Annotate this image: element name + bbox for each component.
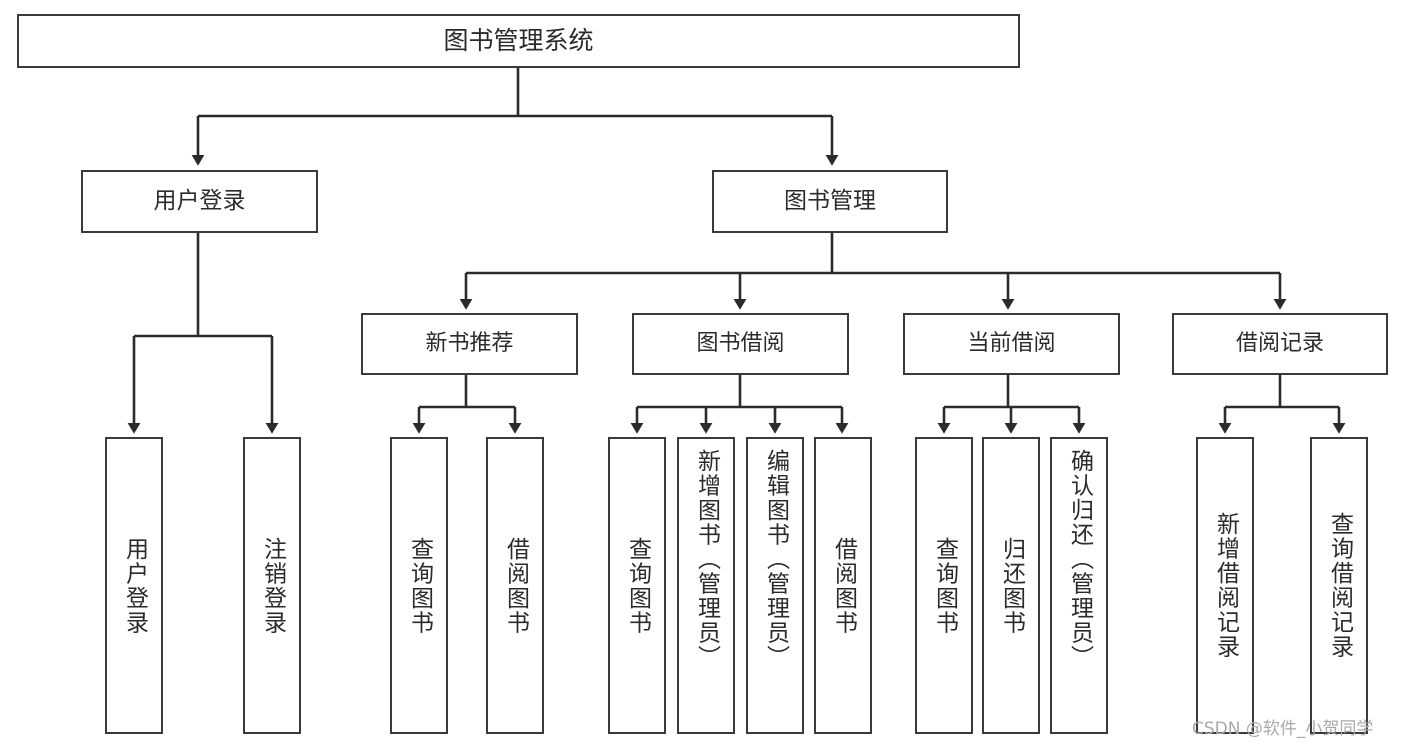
leaf-new-book-recommend-2[interactable]: 借阅图书 bbox=[486, 437, 544, 734]
node-current-borrow[interactable]: 当前借阅 bbox=[903, 313, 1120, 375]
node-new-book-recommend[interactable]: 新书推荐 bbox=[361, 313, 578, 375]
node-label: 借阅图书 bbox=[502, 536, 529, 635]
node-label: 当前借阅 bbox=[967, 331, 1056, 357]
leaf-book-borrow-1[interactable]: 查询图书 bbox=[608, 437, 666, 734]
leaf-borrow-record-1[interactable]: 新增借阅记录 bbox=[1196, 437, 1254, 734]
leaf-borrow-record-2[interactable]: 查询借阅记录 bbox=[1310, 437, 1368, 734]
leaf-current-borrow-2[interactable]: 归还图书 bbox=[982, 437, 1040, 734]
leaf-user-login-2[interactable]: 注销登录 bbox=[243, 437, 301, 734]
node-label: 用户登录 bbox=[153, 187, 246, 214]
node-book-management[interactable]: 图书管理 bbox=[712, 170, 948, 233]
leaf-current-borrow-3[interactable]: 确认归还（管理员） bbox=[1050, 437, 1108, 734]
node-label: 图书管理 bbox=[784, 187, 876, 214]
leaf-current-borrow-1[interactable]: 查询图书 bbox=[915, 437, 973, 734]
node-label: 归还图书 bbox=[998, 536, 1025, 635]
node-label: 新增借阅记录 bbox=[1212, 512, 1239, 659]
node-label: 确认归还（管理员） bbox=[1066, 449, 1093, 670]
node-root-book-management-system[interactable]: 图书管理系统 bbox=[17, 14, 1020, 68]
node-label: 查询图书 bbox=[624, 536, 651, 635]
node-label: 图书管理系统 bbox=[443, 26, 594, 56]
node-label: 新书推荐 bbox=[425, 331, 514, 357]
node-label: 借阅记录 bbox=[1235, 331, 1324, 357]
leaf-book-borrow-4[interactable]: 借阅图书 bbox=[814, 437, 872, 734]
watermark-text: CSDN @软件_小贺同学 bbox=[1192, 719, 1374, 739]
node-label: 查询图书 bbox=[406, 536, 433, 635]
node-label: 用户登录 bbox=[121, 536, 148, 635]
node-label: 借阅图书 bbox=[830, 536, 857, 635]
node-label: 注销登录 bbox=[259, 536, 286, 635]
leaf-user-login-1[interactable]: 用户登录 bbox=[105, 437, 163, 734]
node-label: 编辑图书（管理员） bbox=[762, 449, 789, 670]
leaf-book-borrow-2[interactable]: 新增图书（管理员） bbox=[677, 437, 735, 734]
node-label: 查询图书 bbox=[931, 536, 958, 635]
leaf-book-borrow-3[interactable]: 编辑图书（管理员） bbox=[746, 437, 804, 734]
node-label: 新增图书（管理员） bbox=[693, 449, 720, 670]
node-user-login[interactable]: 用户登录 bbox=[81, 170, 318, 233]
node-label: 查询借阅记录 bbox=[1326, 512, 1353, 659]
leaf-new-book-recommend-1[interactable]: 查询图书 bbox=[390, 437, 448, 734]
node-book-borrow[interactable]: 图书借阅 bbox=[632, 313, 849, 375]
node-borrow-record[interactable]: 借阅记录 bbox=[1172, 313, 1388, 375]
node-label: 图书借阅 bbox=[696, 331, 785, 357]
